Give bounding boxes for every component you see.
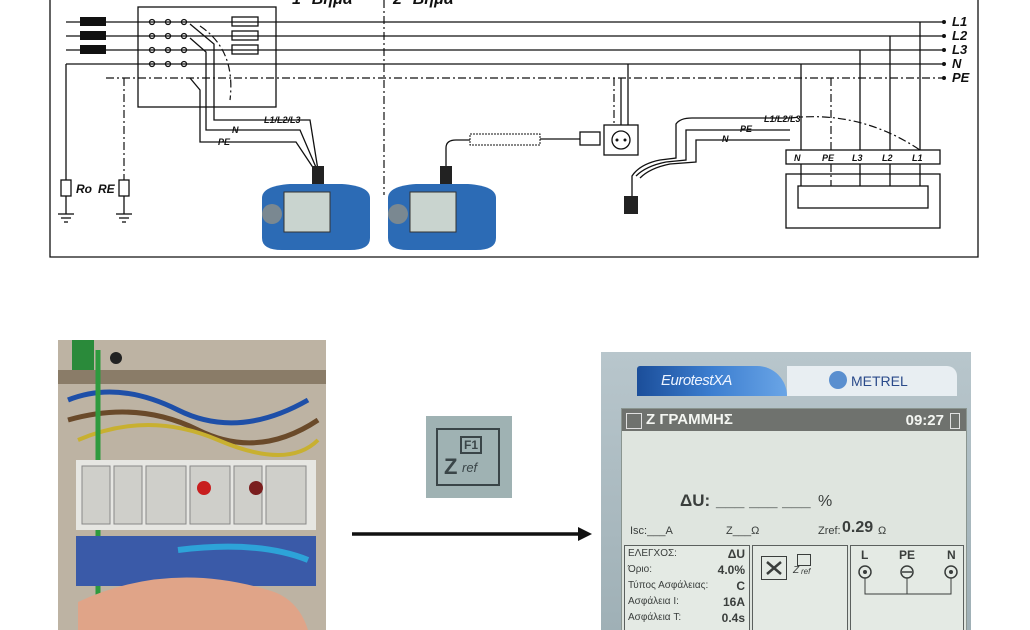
tester-2 xyxy=(388,131,601,250)
param-value-2: C xyxy=(736,579,745,593)
step1-label: 1° Βήμα xyxy=(292,0,354,8)
key-z: Z xyxy=(444,454,458,479)
brand-name: EurotestXA xyxy=(661,372,732,389)
lcd-title: Z ΓΡΑΜΜΗΣ xyxy=(646,411,733,428)
param-label-1: Όριο: xyxy=(628,564,652,575)
lead-l123-1: L1/L2/L3 xyxy=(264,115,301,125)
phase-label-l1: L1 xyxy=(952,14,967,29)
ro-label: Ro xyxy=(76,182,92,196)
wiring-diagram: 1° Βήμα 2° Βήμα L1 L2 L3 N PE Ro RE xyxy=(49,0,979,258)
three-wire-lead xyxy=(624,117,790,214)
maker-name: METREL xyxy=(851,373,908,389)
isc-readout: Isc:___A xyxy=(630,525,673,537)
key-ref: ref xyxy=(462,460,478,475)
zref-small-icon[interactable]: Z ref xyxy=(793,554,815,578)
re-label: RE xyxy=(98,182,116,196)
du-label: ΔU: xyxy=(680,491,711,510)
ro-earth xyxy=(58,64,74,223)
param-value-0: ΔU xyxy=(727,547,745,561)
param-value-3: 16A xyxy=(722,595,745,609)
grid-icon xyxy=(626,413,642,429)
conn-label-pe: PE xyxy=(899,548,916,562)
terminal-n: N xyxy=(794,153,801,163)
step2-label: 2° Βήμα xyxy=(392,0,455,8)
battery-icon xyxy=(950,413,960,429)
key-frame: F1 Z ref xyxy=(436,428,500,486)
param-label-0: ΕΛΕΓΧΟΣ: xyxy=(628,548,677,559)
conn-label-l: L xyxy=(861,548,869,562)
lead-n-1: N xyxy=(232,125,239,135)
param-label-2: Τύπος Ασφάλειας: xyxy=(628,580,709,591)
metrel-logo-icon xyxy=(829,371,847,389)
phase-label-pe: PE xyxy=(952,70,970,85)
connection-panel: L PE N xyxy=(850,545,964,630)
lcd-screen: Z ΓΡΑΜΜΗΣ 09:27 ΔU: ___ ___ ___ % Isc:__… xyxy=(621,408,967,630)
terminal-l2: L2 xyxy=(882,153,893,163)
supply-source xyxy=(80,17,106,54)
zref-label: Zref: xyxy=(818,525,841,537)
lead-pe-2: PE xyxy=(740,124,753,134)
brand-bar xyxy=(637,366,787,396)
zref-value: 0.29 xyxy=(842,519,874,536)
phase-label-n: N xyxy=(952,56,962,71)
lead-pe-1: PE xyxy=(218,137,231,147)
connection-diagram xyxy=(858,565,958,595)
lead-n-2: N xyxy=(722,134,729,144)
bus-lines xyxy=(66,20,946,80)
maker-bar xyxy=(787,366,957,396)
function-panel: Z ref xyxy=(752,545,848,630)
terminal-l1: L1 xyxy=(912,153,923,163)
key-f1: F1 xyxy=(460,436,482,454)
params-panel: ΕΛΕΓΧΟΣ: ΔU Όριο: 4.0% Τύπος Ασφάλειας: … xyxy=(624,545,750,630)
param-label-3: Ασφάλεια I: xyxy=(628,596,679,607)
terminal-pe: PE xyxy=(822,153,835,163)
z-readout: Z___Ω xyxy=(726,525,760,537)
lcd-header: Z ΓΡΑΜΜΗΣ 09:27 xyxy=(622,409,966,431)
tester-1 xyxy=(262,166,370,250)
param-label-4: Ασφάλεια T: xyxy=(628,612,682,623)
wall-socket xyxy=(603,64,639,156)
distribution-box xyxy=(137,6,319,176)
conn-label-n: N xyxy=(947,548,956,562)
terminal-l3: L3 xyxy=(852,153,863,163)
f1-zref-key[interactable]: F1 Z ref xyxy=(426,416,512,498)
instrument-photo: EurotestXA METREL Z ΓΡΑΜΜΗΣ 09:27 ΔU: __… xyxy=(601,352,971,630)
param-value-4: 0.4s xyxy=(721,611,745,625)
board-illustration xyxy=(58,340,326,630)
param-value-1: 4.0% xyxy=(717,563,745,577)
probe-icon[interactable] xyxy=(761,556,787,580)
zref-unit: Ω xyxy=(878,525,887,537)
du-unit: % xyxy=(818,493,833,510)
diagram-frame xyxy=(49,0,979,258)
lead-l123-2: L1/L2/L3 xyxy=(764,114,801,124)
re-earth xyxy=(116,78,132,223)
phase-label-l2: L2 xyxy=(952,28,968,43)
phase-label-l3: L3 xyxy=(952,42,968,57)
lcd-time: 09:27 xyxy=(905,412,944,429)
terminal-strip xyxy=(785,22,941,229)
distribution-board-photo xyxy=(58,340,326,630)
du-value: ___ ___ ___ xyxy=(716,491,811,510)
process-arrow xyxy=(352,527,592,541)
